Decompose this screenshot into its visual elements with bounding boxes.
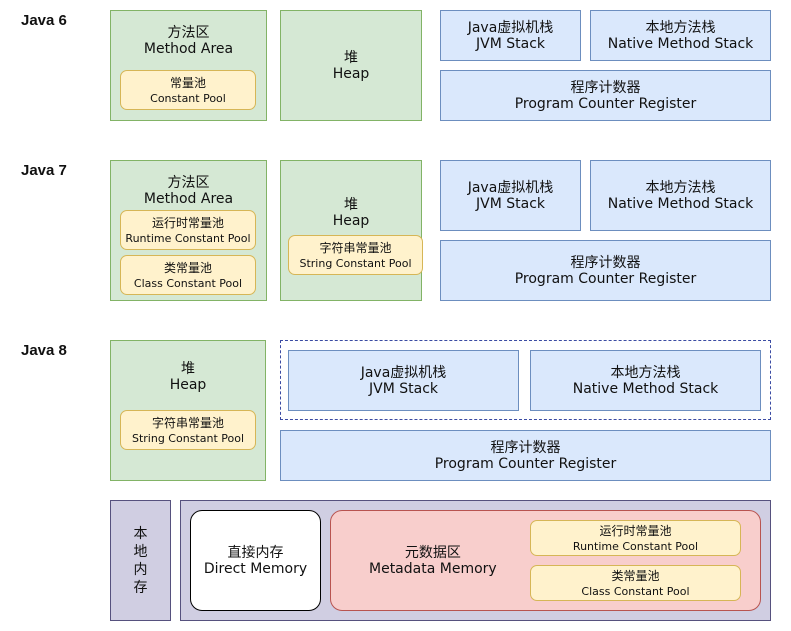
java7-jvm-stack-en: JVM Stack — [476, 195, 545, 212]
java7-string-pool: 字符串常量池 String Constant Pool — [288, 235, 423, 275]
java8-pc-register-en: Program Counter Register — [434, 455, 617, 472]
java7-method-area-en: Method Area — [143, 191, 234, 207]
java8-native-stack-en: Native Method Stack — [572, 380, 719, 397]
native-memory-char: 地 — [133, 543, 148, 560]
java7-string-pool-cn: 字符串常量池 — [319, 240, 392, 255]
java6-native-stack-cn: 本地方法栈 — [645, 19, 716, 36]
java6-constant-pool: 常量池 Constant Pool — [120, 70, 256, 110]
java7-jvm-stack: Java虚拟机栈 JVM Stack — [440, 160, 581, 231]
java6-method-area-en: Method Area — [143, 41, 234, 57]
java8-thread-group — [280, 340, 771, 420]
java8-heap-cn: 堆 — [181, 361, 195, 377]
java6-pc-register: 程序计数器 Program Counter Register — [440, 70, 771, 121]
java8-class-pool: 类常量池 Class Constant Pool — [530, 565, 741, 601]
java8-label: Java 8 — [21, 342, 67, 359]
java6-heap-cn: 堆 — [344, 49, 358, 66]
java6-pc-register-en: Program Counter Register — [514, 95, 697, 112]
java7-string-pool-en: String Constant Pool — [299, 256, 412, 270]
direct-memory-en: Direct Memory — [203, 560, 308, 577]
direct-memory: 直接内存 Direct Memory — [190, 510, 321, 611]
java7-class-pool-cn: 类常量池 — [163, 260, 212, 275]
java8-runtime-pool-en: Runtime Constant Pool — [572, 539, 699, 553]
java7-method-area-cn: 方法区 — [167, 175, 210, 191]
java7-class-pool-en: Class Constant Pool — [133, 276, 243, 290]
java7-runtime-pool-cn: 运行时常量池 — [151, 215, 224, 230]
java8-string-pool: 字符串常量池 String Constant Pool — [120, 410, 256, 450]
java6-jvm-stack-en: JVM Stack — [476, 35, 545, 52]
direct-memory-cn: 直接内存 — [227, 544, 284, 561]
java7-pc-register-en: Program Counter Register — [514, 270, 697, 287]
java6-pc-register-cn: 程序计数器 — [570, 79, 641, 96]
java6-constant-pool-en: Constant Pool — [150, 91, 226, 105]
java8-jvm-stack: Java虚拟机栈 JVM Stack — [288, 350, 519, 411]
java7-label: Java 7 — [21, 162, 67, 179]
java7-pc-register: 程序计数器 Program Counter Register — [440, 240, 771, 301]
java8-runtime-pool-cn: 运行时常量池 — [599, 523, 672, 538]
java6-heap: 堆 Heap — [280, 10, 422, 121]
java8-jvm-stack-cn: Java虚拟机栈 — [360, 364, 447, 381]
java8-runtime-pool: 运行时常量池 Runtime Constant Pool — [530, 520, 741, 556]
java8-pc-register-cn: 程序计数器 — [490, 439, 561, 456]
java7-jvm-stack-cn: Java虚拟机栈 — [467, 179, 554, 196]
java6-jvm-stack-cn: Java虚拟机栈 — [467, 19, 554, 36]
native-memory-char: 本 — [133, 525, 148, 542]
java6-heap-en: Heap — [332, 65, 370, 82]
java7-heap-en: Heap — [332, 213, 370, 229]
java6-native-stack-en: Native Method Stack — [607, 35, 754, 52]
metadata-memory-cn: 元数据区 — [404, 544, 461, 561]
native-memory-char: 存 — [133, 579, 148, 596]
java6-jvm-stack: Java虚拟机栈 JVM Stack — [440, 10, 581, 61]
java7-native-stack-en: Native Method Stack — [607, 195, 754, 212]
java6-label: Java 6 — [21, 12, 67, 29]
java7-native-stack: 本地方法栈 Native Method Stack — [590, 160, 771, 231]
java7-class-pool: 类常量池 Class Constant Pool — [120, 255, 256, 295]
java8-native-stack: 本地方法栈 Native Method Stack — [530, 350, 761, 411]
java7-runtime-pool: 运行时常量池 Runtime Constant Pool — [120, 210, 256, 250]
metadata-memory-en: Metadata Memory — [369, 560, 497, 577]
java6-native-stack: 本地方法栈 Native Method Stack — [590, 10, 771, 61]
java7-heap: 堆 Heap — [280, 160, 422, 301]
java7-native-stack-cn: 本地方法栈 — [645, 179, 716, 196]
java8-native-stack-cn: 本地方法栈 — [610, 364, 681, 381]
native-memory-char: 内 — [133, 561, 148, 578]
native-memory-label: 本 地 内 存 — [110, 500, 171, 621]
java8-class-pool-en: Class Constant Pool — [581, 584, 690, 598]
java7-heap-cn: 堆 — [344, 197, 358, 213]
java8-string-pool-cn: 字符串常量池 — [151, 415, 224, 430]
java8-jvm-stack-en: JVM Stack — [369, 380, 438, 397]
java8-heap-en: Heap — [169, 377, 207, 393]
java8-string-pool-en: String Constant Pool — [131, 431, 245, 445]
java8-pc-register: 程序计数器 Program Counter Register — [280, 430, 771, 481]
java7-runtime-pool-en: Runtime Constant Pool — [125, 231, 251, 245]
java6-method-area-cn: 方法区 — [167, 25, 210, 41]
java7-pc-register-cn: 程序计数器 — [570, 254, 641, 271]
java8-class-pool-cn: 类常量池 — [611, 568, 660, 583]
java6-constant-pool-cn: 常量池 — [169, 75, 206, 90]
